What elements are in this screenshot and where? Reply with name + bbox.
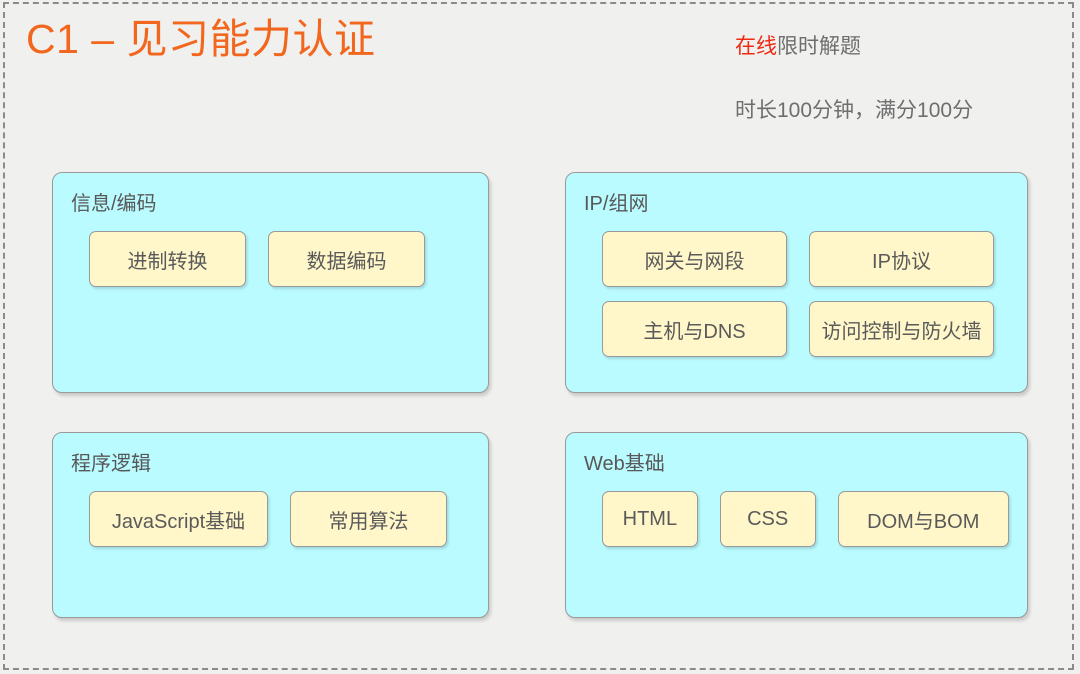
topic-chip[interactable]: DOM与BOM <box>837 491 1009 547</box>
topic-chip[interactable]: 主机与DNS <box>602 301 787 357</box>
chip-row: HTML CSS DOM与BOM <box>602 491 1009 547</box>
card-title: 信息/编码 <box>71 193 157 215</box>
exam-mode-highlight: 在线 <box>735 35 777 58</box>
exam-mode-line: 在线限时解题 <box>735 32 1055 62</box>
chip-rows: 网关与网段 IP协议 主机与DNS 访问控制与防火墙 <box>582 231 1009 357</box>
topic-chip[interactable]: IP协议 <box>809 231 994 287</box>
topic-chip[interactable]: 访问控制与防火墙 <box>809 301 994 357</box>
chip-row: 进制转换 数据编码 <box>89 231 470 287</box>
card-title: Web基础 <box>584 453 665 475</box>
topic-chip[interactable]: 进制转换 <box>89 231 246 287</box>
page-title: C1 – 见习能力认证 <box>26 16 376 62</box>
card-title: 程序逻辑 <box>71 453 151 475</box>
topic-card-program-logic[interactable]: 程序逻辑 JavaScript基础 常用算法 <box>52 432 489 618</box>
topic-card-web-basics[interactable]: Web基础 HTML CSS DOM与BOM <box>565 432 1028 618</box>
topic-chip[interactable]: HTML <box>602 491 698 547</box>
topic-chip[interactable]: 数据编码 <box>268 231 425 287</box>
chip-row: 网关与网段 IP协议 <box>602 231 1009 287</box>
chip-rows: JavaScript基础 常用算法 <box>69 491 470 547</box>
card-title: IP/组网 <box>584 193 649 215</box>
chip-row: JavaScript基础 常用算法 <box>89 491 470 547</box>
topic-chip[interactable]: CSS <box>719 491 816 547</box>
topic-card-information-encoding[interactable]: 信息/编码 进制转换 数据编码 <box>52 172 489 393</box>
topic-chip[interactable]: JavaScript基础 <box>89 491 268 547</box>
topic-chip[interactable]: 常用算法 <box>290 491 447 547</box>
chip-row: 主机与DNS 访问控制与防火墙 <box>602 301 1009 357</box>
topic-grid: 信息/编码 进制转换 数据编码 IP/组网 网关与网段 IP协议 主机与DNS … <box>52 172 1028 618</box>
chip-rows: 进制转换 数据编码 <box>69 231 470 287</box>
exam-mode-rest: 限时解题 <box>777 35 861 58</box>
exam-duration-score: 时长100分钟，满分100分 <box>735 99 974 122</box>
topic-chip[interactable]: 网关与网段 <box>602 231 787 287</box>
chip-rows: HTML CSS DOM与BOM <box>582 491 1009 547</box>
topic-card-ip-networking[interactable]: IP/组网 网关与网段 IP协议 主机与DNS 访问控制与防火墙 <box>565 172 1028 393</box>
exam-meta: 在线限时解题 时长100分钟，满分100分 <box>735 32 1055 126</box>
